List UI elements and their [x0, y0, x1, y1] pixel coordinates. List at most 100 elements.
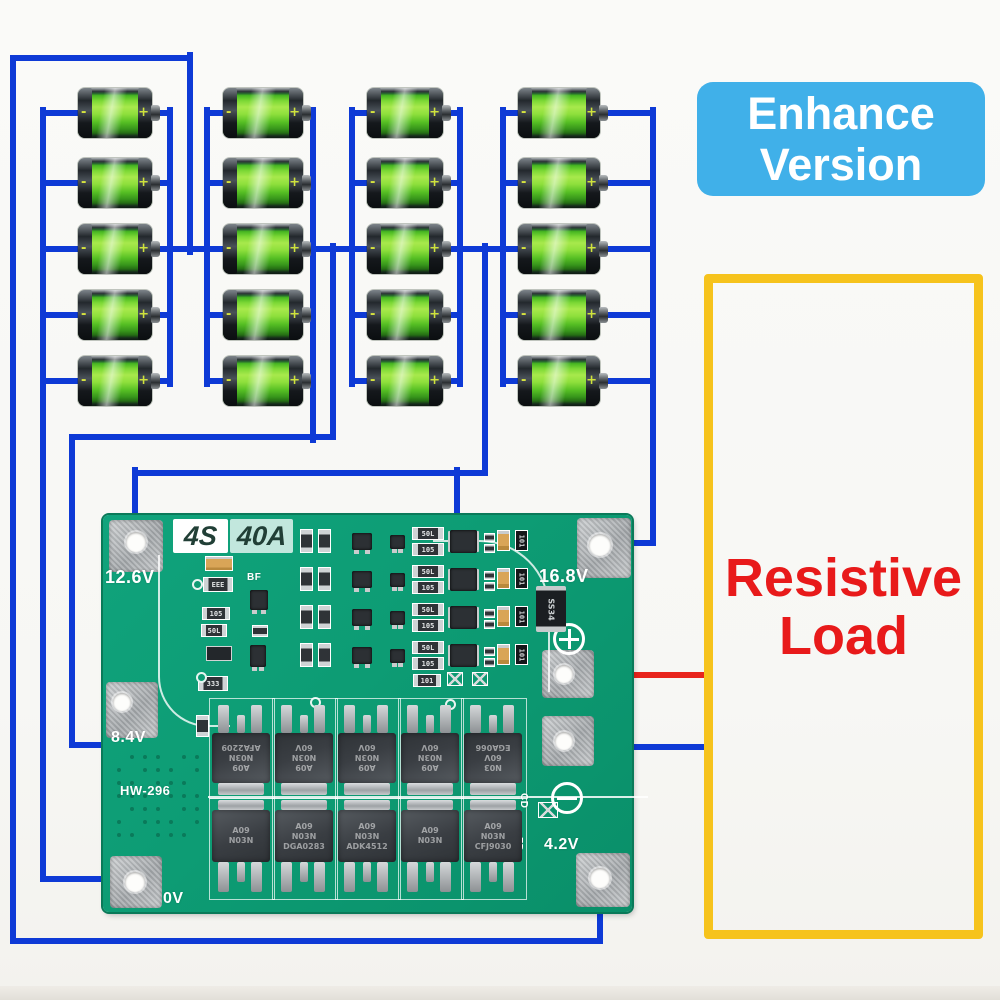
- smd-marking: 101: [517, 610, 526, 623]
- battery-positive-cap: [586, 88, 600, 138]
- test-point-dot: [156, 781, 160, 785]
- mosfet-marking: A09: [421, 763, 439, 773]
- positive-terminal-nub: [442, 241, 451, 257]
- smd-resistor-105: 105: [412, 619, 444, 632]
- smd-marking: 101: [517, 534, 526, 547]
- battery-cell: -+: [518, 88, 608, 138]
- smd-resistor-105: 105: [412, 543, 444, 556]
- mosfet-marking: N03N: [291, 831, 317, 841]
- battery-positive-cap: [429, 356, 443, 406]
- battery-negative-cap: [367, 88, 381, 138]
- battery-cell: -+: [78, 356, 160, 406]
- smd-capacitor: [484, 571, 495, 580]
- battery-positive-cap: [586, 224, 600, 274]
- silk-divider: [208, 796, 648, 798]
- mosfet-cell: [272, 798, 338, 900]
- battery-negative-cap: [518, 224, 532, 274]
- smd-transistor: [352, 647, 372, 668]
- mosfet-marking: N03N: [480, 831, 506, 841]
- test-point-dot: [143, 807, 147, 811]
- positive-terminal-nub: [302, 175, 311, 191]
- mosfet-marking: 60V: [295, 743, 313, 753]
- positive-terminal-nub: [151, 307, 160, 323]
- terminal-label-8v4: 8.4V: [111, 729, 146, 746]
- minus-sign: -: [81, 306, 87, 322]
- mosfet-cell: [209, 798, 275, 900]
- battery-cell: -+: [78, 224, 160, 274]
- mosfet-cell: [461, 798, 527, 900]
- plus-sign: +: [289, 306, 300, 322]
- mosfet-pin: [344, 862, 355, 892]
- positive-terminal-nub: [442, 175, 451, 191]
- battery-cell: -+: [223, 356, 311, 406]
- mosfet-marking: A09: [232, 826, 250, 835]
- mosfet-tab: [281, 783, 327, 795]
- test-point-dot: [195, 807, 199, 811]
- smd-resistor: [252, 625, 268, 637]
- test-point-dot: [117, 794, 121, 798]
- minus-sign: -: [81, 104, 87, 120]
- smd-transistor: [352, 533, 372, 554]
- battery-positive-cap: [138, 290, 152, 340]
- mosfet-marking: A09: [295, 821, 313, 831]
- battery-negative-cap: [223, 224, 237, 274]
- mosfet-marking: 60V: [484, 753, 502, 763]
- battery-negative-cap: [518, 158, 532, 208]
- plus-sign: +: [289, 104, 300, 120]
- test-point-dot: [117, 781, 121, 785]
- mosfet-pin: [218, 705, 229, 733]
- resistive-load-box: Resistive Load: [704, 274, 983, 939]
- smd-resistor: [318, 567, 331, 591]
- battery-negative-cap: [518, 290, 532, 340]
- test-point-dot: [195, 768, 199, 772]
- via-hole: [192, 579, 203, 590]
- battery-negative-cap: [367, 356, 381, 406]
- plus-sign: +: [586, 306, 597, 322]
- battery-cell: -+: [78, 88, 160, 138]
- test-point-dot: [169, 833, 173, 837]
- smd-marking: 105: [421, 583, 435, 592]
- mosfet-marking: N03N: [228, 836, 254, 845]
- battery-cell: -+: [367, 88, 451, 138]
- mosfet-tab: [218, 800, 264, 810]
- mosfet-pin: [314, 705, 325, 733]
- mosfet-marking: CFJ9030: [474, 841, 512, 851]
- smd-tantalum-capacitor: [497, 568, 510, 589]
- terminal-label-0v: 0V: [163, 890, 184, 907]
- minus-sign: -: [521, 372, 527, 388]
- test-point-dot: [143, 794, 147, 798]
- battery-negative-cap: [518, 88, 532, 138]
- minus-sign: -: [370, 240, 376, 256]
- solder-pad-8v4: [106, 682, 158, 738]
- plus-sign: +: [586, 372, 597, 388]
- badge-line1: Enhance: [747, 88, 935, 139]
- battery-cell: -+: [223, 224, 311, 274]
- battery-positive-cap: [586, 356, 600, 406]
- battery-cell: -+: [518, 290, 608, 340]
- mosfet-pin: [470, 862, 481, 892]
- mosfet-pin: [363, 862, 371, 882]
- mosfet-pin: [407, 705, 418, 733]
- positive-terminal-nub: [442, 105, 451, 121]
- model-4s-tag: 4S: [173, 519, 228, 553]
- plus-sign: +: [429, 104, 440, 120]
- mosfet-pin: [281, 705, 292, 733]
- battery-cell: -+: [367, 356, 451, 406]
- smd-marking: 50L: [207, 626, 221, 635]
- smd-transistor: [352, 609, 372, 630]
- battery-negative-cap: [223, 356, 237, 406]
- test-point-dot: [195, 755, 199, 759]
- smd-marking: 50L: [421, 567, 435, 576]
- test-point-dot: [130, 833, 134, 837]
- battery-negative-cap: [223, 158, 237, 208]
- battery-cell: -+: [518, 356, 608, 406]
- battery-negative-cap: [223, 88, 237, 138]
- smd-marking: 101: [517, 572, 526, 585]
- battery-cell: -+: [367, 158, 451, 208]
- battery-positive-cap: [429, 224, 443, 274]
- mosfet-tab: [344, 783, 390, 795]
